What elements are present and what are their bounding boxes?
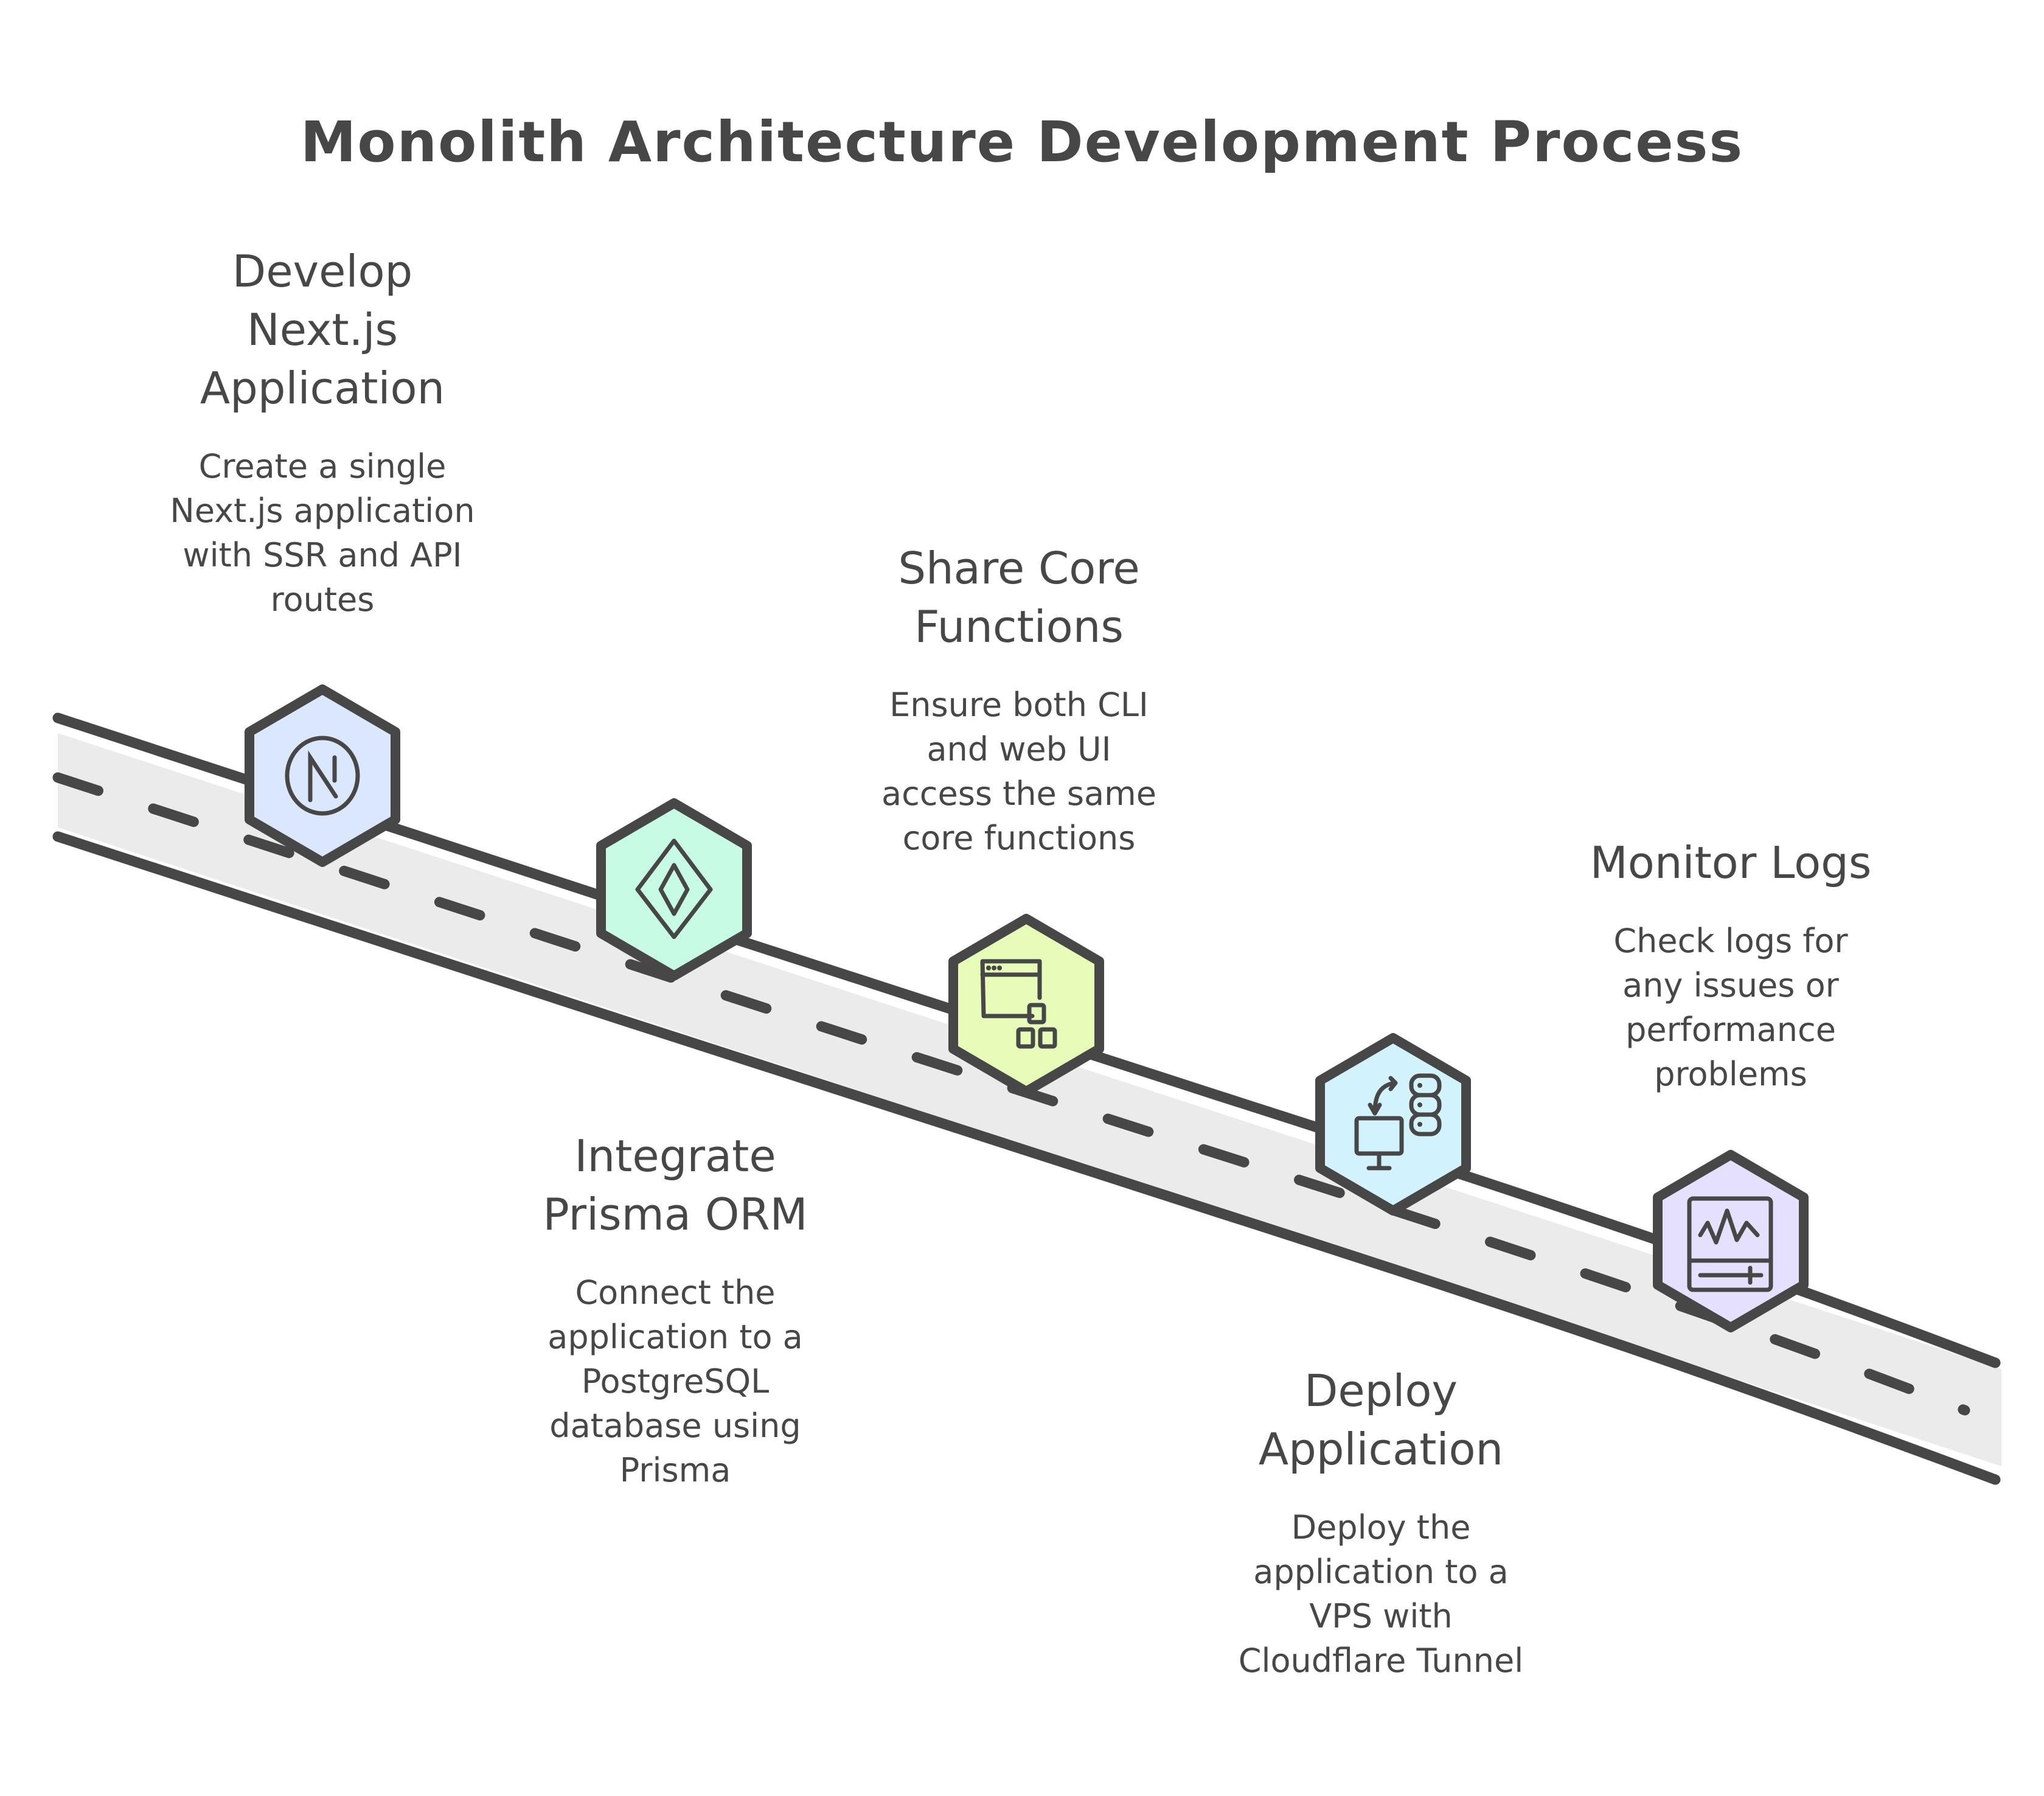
step-1-description: Create a single Next.js application with… xyxy=(170,447,475,619)
activity-chart-icon xyxy=(1687,1196,1773,1292)
road-bottom-edge xyxy=(52,831,2001,1485)
step-2-description: Connect the application to a PostgreSQL … xyxy=(548,1273,803,1489)
prisma-logo-icon xyxy=(635,838,713,939)
step-2-heading: Integrate Prisma ORM xyxy=(543,1130,808,1240)
monitor-server-sync-icon xyxy=(1354,1073,1442,1171)
step-5-hexagon xyxy=(1652,1150,1810,1332)
step-5-heading: Monitor Logs xyxy=(1590,837,1872,888)
step-4-heading: Deploy Application xyxy=(1258,1365,1504,1475)
step-3-label: Share Core Functions Ensure both CLI and… xyxy=(806,539,1232,860)
step-1-hexagon xyxy=(243,684,401,867)
step-1-label: Develop Next.js Application Create a sin… xyxy=(109,242,535,622)
nextjs-logo-icon xyxy=(285,736,360,816)
step-4-description: Deploy the application to a VPS with Clo… xyxy=(1238,1508,1524,1680)
step-5-description: Check logs for any issues or performance… xyxy=(1613,922,1848,1093)
step-1-heading: Develop Next.js Application xyxy=(200,246,445,414)
step-3-description: Ensure both CLI and web UI access the sa… xyxy=(881,686,1156,857)
step-2-label: Integrate Prisma ORM Connect the applica… xyxy=(462,1127,888,1492)
step-2-hexagon xyxy=(595,798,753,981)
step-4-label: Deploy Application Deploy the applicatio… xyxy=(1168,1362,1594,1683)
step-4-hexagon xyxy=(1314,1033,1472,1216)
step-3-heading: Share Core Functions xyxy=(898,543,1140,652)
browser-window-modules-icon xyxy=(980,959,1057,1049)
road-center-dashes xyxy=(52,772,1970,1416)
step-3-hexagon xyxy=(947,914,1105,1096)
diagram-title: Monolith Architecture Development Proces… xyxy=(300,110,1744,175)
step-5-label: Monitor Logs Check logs for any issues o… xyxy=(1518,834,1944,1096)
